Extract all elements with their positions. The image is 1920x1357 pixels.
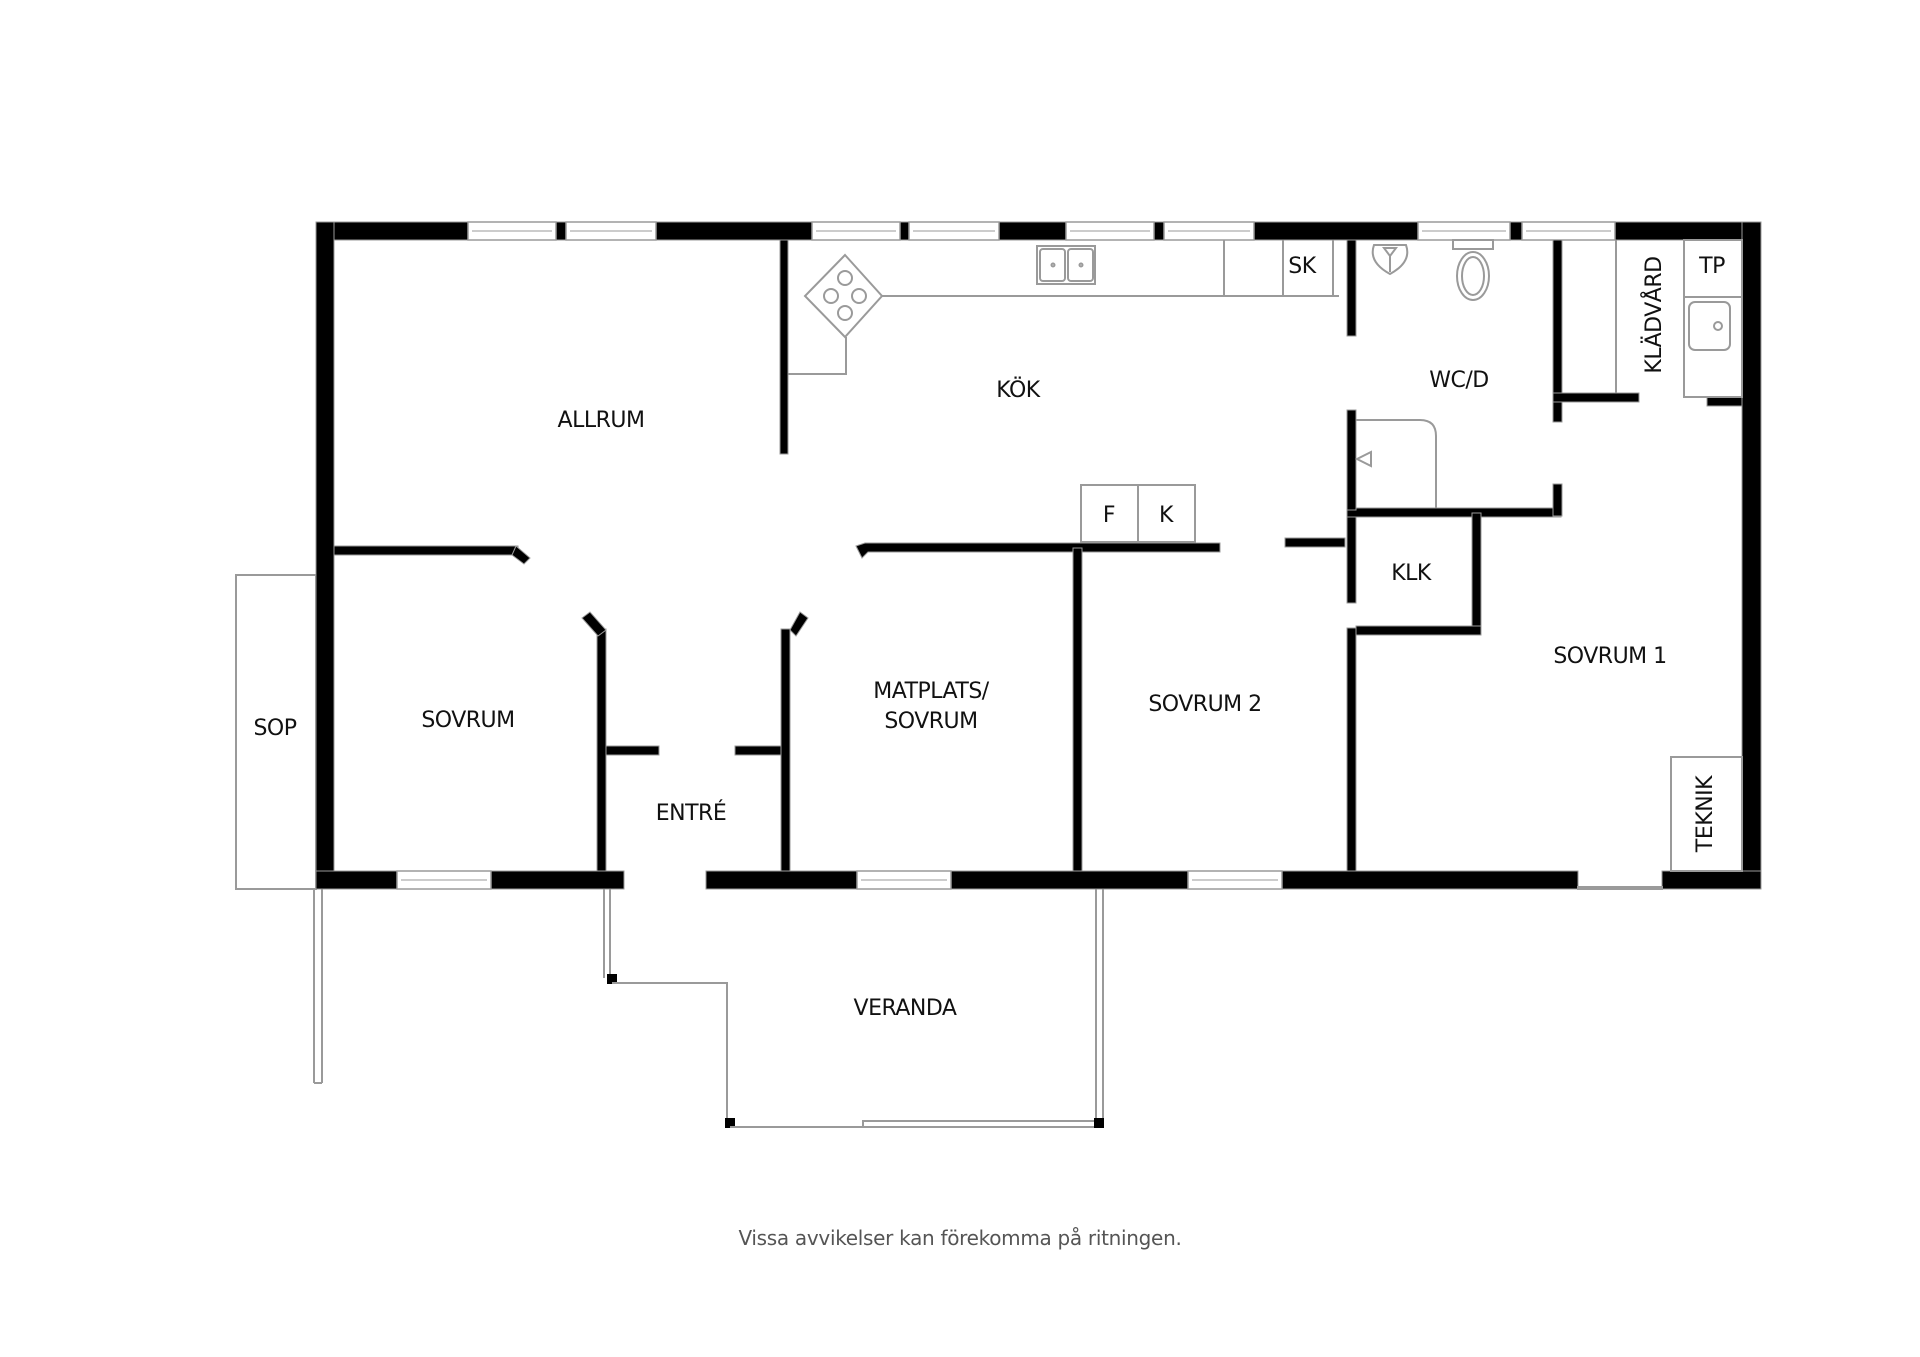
room-label-sk: SK xyxy=(1288,254,1316,279)
room-label-sovrum1: SOVRUM 1 xyxy=(1553,644,1666,669)
veranda-outline xyxy=(603,889,1104,1128)
sop-enclosure xyxy=(235,574,323,1084)
room-label-wcd: WC/D xyxy=(1429,368,1488,393)
room-label-allrum: ALLRUM xyxy=(558,408,645,433)
room-label-sovrum: SOVRUM xyxy=(421,708,514,733)
sink-icon xyxy=(1036,245,1096,285)
label-fridge: F xyxy=(1103,503,1115,528)
room-label-teknik: TEKNIK xyxy=(1693,775,1718,853)
room-label-kladvard: KLÄDVÅRD xyxy=(1640,256,1667,373)
kitchen-counter xyxy=(788,240,1339,375)
interior-walls xyxy=(333,239,1743,872)
room-label-matplats-2: SOVRUM xyxy=(884,709,977,734)
shower-icon xyxy=(1354,419,1437,508)
room-label-tp: TP xyxy=(1698,254,1725,279)
laundry-fixtures xyxy=(1615,239,1743,398)
label-freezer: K xyxy=(1159,503,1174,528)
room-label-kok: KÖK xyxy=(996,377,1041,403)
room-label-klk: KLK xyxy=(1391,561,1432,586)
disclaimer-text: Vissa avvikelser kan förekomma på ritnin… xyxy=(738,1226,1182,1250)
windows-bottom xyxy=(396,870,1283,890)
room-label-entre: ENTRÉ xyxy=(656,800,726,826)
toilet-icon xyxy=(1452,239,1494,301)
room-label-veranda: VERANDA xyxy=(854,996,957,1021)
room-label-sop: SOP xyxy=(253,716,296,741)
fridge-freezer-unit xyxy=(1080,484,1196,543)
room-label-matplats-1: MATPLATS/ xyxy=(873,679,990,704)
teknik-closet xyxy=(1670,756,1743,872)
washbasin-icon xyxy=(1371,244,1409,276)
room-label-sovrum2: SOVRUM 2 xyxy=(1148,692,1261,717)
stove-icon xyxy=(803,253,884,339)
outer-walls xyxy=(315,221,1762,890)
windows-top xyxy=(467,221,1616,241)
